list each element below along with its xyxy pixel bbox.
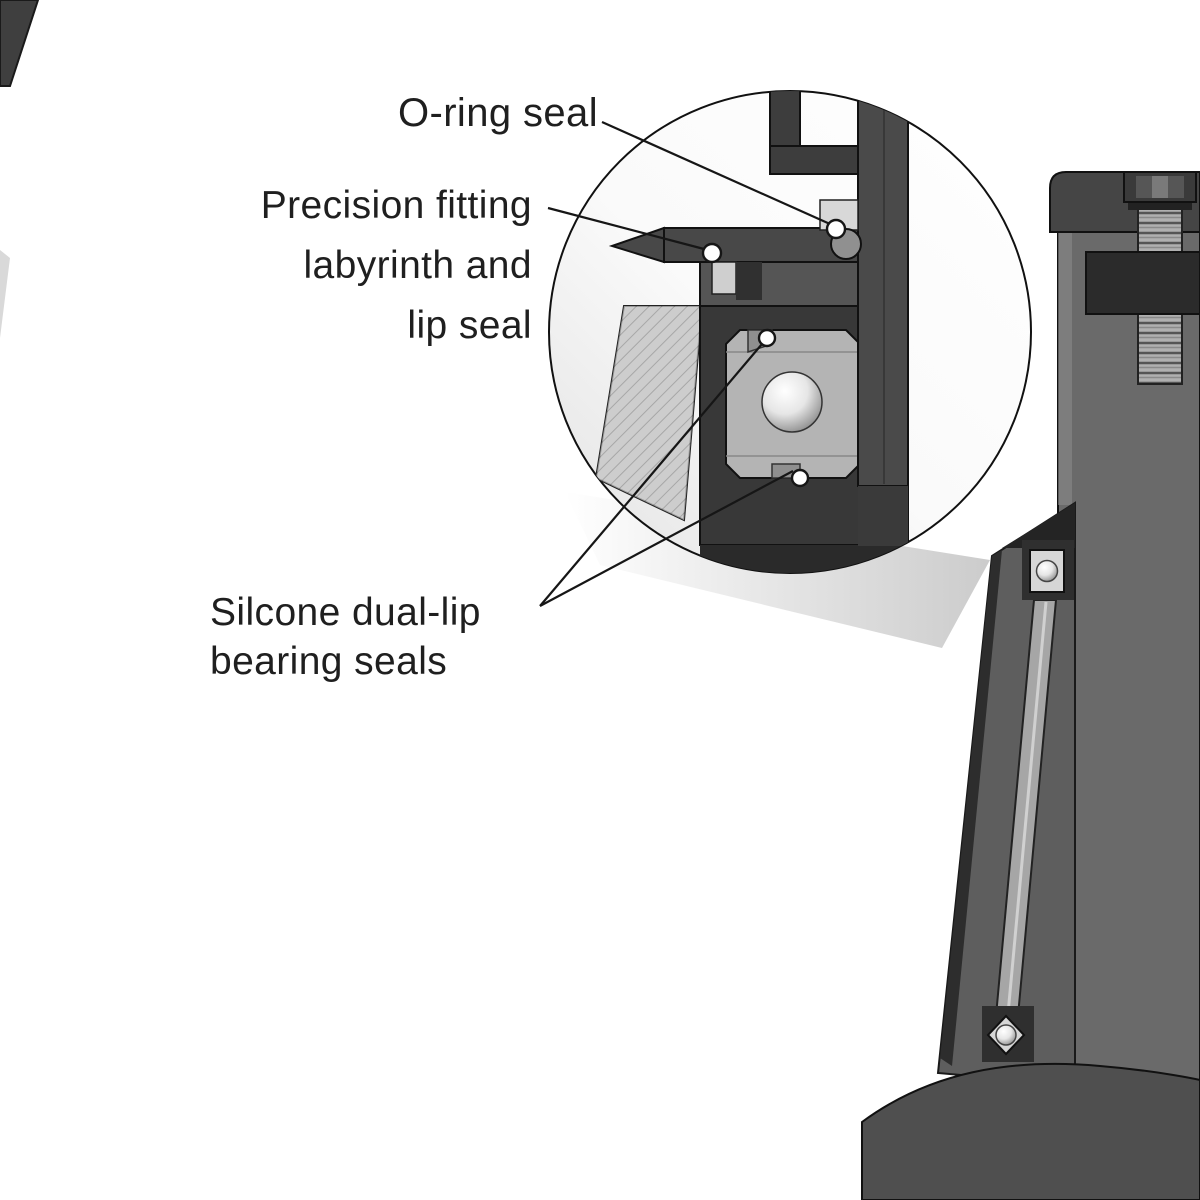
labyrinth-lid (608, 226, 863, 307)
lower-bearing (982, 1006, 1034, 1062)
label-precision-line2: labyrinth and (303, 244, 532, 287)
label-silicone-line1: Silcone dual-lip (210, 591, 481, 634)
upper-bearing-ball (1035, 559, 1059, 583)
label-precision-line3: lip seal (407, 304, 532, 347)
marker-labyrinth-lip-seal (701, 242, 723, 264)
label-silicone-bearing-seals: Silcone dual-lip bearing seals (210, 588, 570, 686)
bottom-dome (861, 1062, 1200, 1200)
leader-line-oring (601, 120, 831, 226)
label-precision-fitting: Precision fitting labyrinth and lip seal (180, 176, 532, 356)
label-silicone-line2: bearing seals (210, 640, 448, 683)
cone-wall-section (594, 305, 704, 522)
leader-lines (539, 120, 831, 607)
marker-bearing-seal-bottom (790, 468, 810, 488)
bearing-block (725, 329, 861, 479)
leader-line-silicone-upper (539, 343, 763, 607)
leader-line-silicone-lower (539, 470, 794, 607)
lower-bearing-ball (995, 1024, 1017, 1046)
clamp-bolt (1085, 171, 1200, 385)
housing-top-bars (769, 91, 909, 546)
bearing-ball (761, 371, 823, 433)
motor-column (861, 171, 1200, 1200)
magnifier-detail (548, 90, 1032, 574)
label-oring-seal-text: O-ring seal (397, 91, 598, 135)
callout-markers (701, 218, 847, 488)
upper-bearing (1022, 540, 1074, 600)
column-highlight-strip (1058, 232, 1072, 505)
label-precision-line1: Precision fitting (260, 184, 532, 227)
leader-line-precision (547, 206, 705, 251)
clamp-block (1085, 251, 1200, 315)
bolt-washer (1128, 202, 1192, 210)
outer-wall (940, 550, 1002, 1066)
corner-part-fragment (0, 0, 40, 338)
label-oring-seal: O-ring seal (300, 90, 598, 136)
lip-seal-tip (608, 226, 665, 264)
marker-bearing-seal-top (757, 328, 777, 348)
marker-oring-seal (825, 218, 847, 240)
